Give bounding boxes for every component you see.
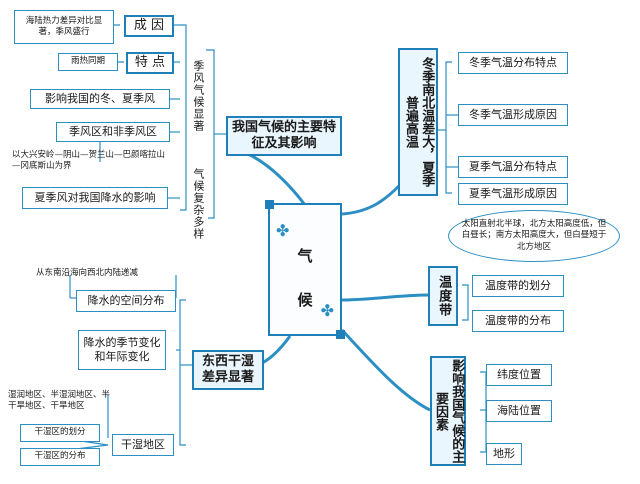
- branch5-title: 东西干湿差异显著: [192, 350, 264, 390]
- branch3-title: 温度带: [428, 266, 458, 326]
- pinwheel-icon: ✤: [276, 221, 290, 240]
- pinwheel-icon: ✤: [320, 301, 334, 320]
- dry-wet-note: 湿润地区、半湿润地区、半干旱地区、干旱地区: [8, 390, 111, 412]
- dry-wet-division-box: 干湿区的划分: [20, 424, 100, 442]
- dry-wet-distribution-box: 干湿区的分布: [20, 448, 100, 466]
- center-title-bottom: 候: [297, 291, 313, 309]
- cause-box: 成 因: [124, 15, 174, 37]
- monsoon-zone-box: 季风区和非季风区: [56, 122, 170, 142]
- branch1-title: 我国气候的主要特征及其影响: [226, 116, 342, 156]
- summer-temp-cause-box: 夏季气温形成原因: [458, 183, 568, 205]
- rain-space-note: 从东南沿海向西北内陆递减: [36, 268, 139, 278]
- land-sea-position-box: 海陆位置: [486, 400, 552, 422]
- temp-zone-division-box: 温度带的划分: [472, 275, 564, 297]
- latitude-position-box: 纬度位置: [486, 364, 552, 386]
- complex-climate-label: 气候复杂多样: [188, 160, 208, 248]
- dry-wet-region-box: 干湿地区: [112, 434, 174, 456]
- center-topic-card: ✤ ✤ 气 候: [265, 200, 345, 339]
- temp-zone-distribution-box: 温度带的分布: [472, 310, 564, 332]
- monsoon-influence-box: 影响我国的冬、夏季风: [30, 89, 170, 109]
- cause-note: 海陆热力差异对比显著，季风盛行: [14, 10, 114, 44]
- terrain-box: 地形: [486, 443, 522, 465]
- summer-temp-note-bubble: 太阳直射北半球，北方太阳高度低，但白昼长；南方太阳高度大，但白昼短于北方地区: [448, 210, 620, 262]
- feature-box: 特 点: [126, 52, 174, 74]
- summer-temp-distribution-box: 夏季气温分布特点: [458, 156, 568, 178]
- card-corner: [265, 200, 274, 209]
- zone-boundary-note: 以大兴安岭—阴山—贺兰山—巴颜喀拉山—冈底斯山为界: [12, 150, 166, 172]
- feature-note: 雨热同期: [58, 53, 118, 71]
- center-title-top: 气: [297, 247, 313, 265]
- monsoon-climate-label: 季风气候显著: [188, 52, 208, 140]
- winter-temp-cause-box: 冬季气温形成原因: [458, 104, 568, 126]
- card-corner: [336, 330, 345, 339]
- rain-space-box: 降水的空间分布: [76, 290, 176, 312]
- rain-time-box: 降水的季节变化和年际变化: [78, 330, 166, 370]
- summer-monsoon-rain-box: 夏季风对我国降水的影响: [22, 187, 168, 209]
- branch4-title: 影响我国气候的主要因素: [430, 356, 466, 466]
- branch2-title: 冬季南北温差大，夏季普遍高温: [398, 48, 438, 196]
- winter-temp-distribution-box: 冬季气温分布特点: [458, 52, 568, 74]
